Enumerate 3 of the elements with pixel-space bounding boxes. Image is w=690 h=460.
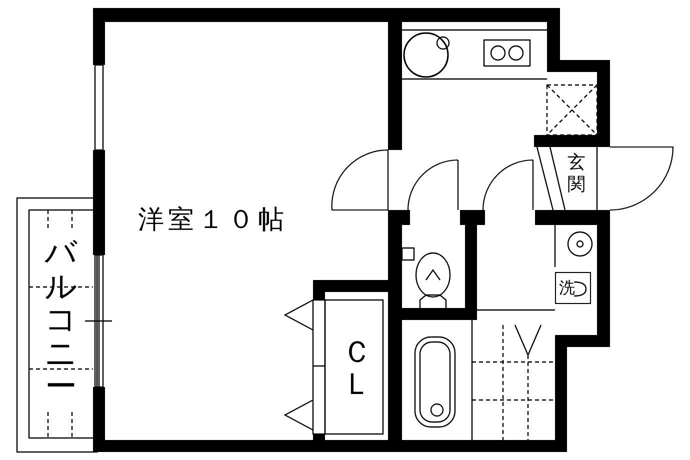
room-label: 洋室１０帖 bbox=[138, 207, 288, 233]
washer-place-box: 洗 bbox=[555, 272, 591, 304]
room-label: 玄関 bbox=[567, 152, 586, 196]
